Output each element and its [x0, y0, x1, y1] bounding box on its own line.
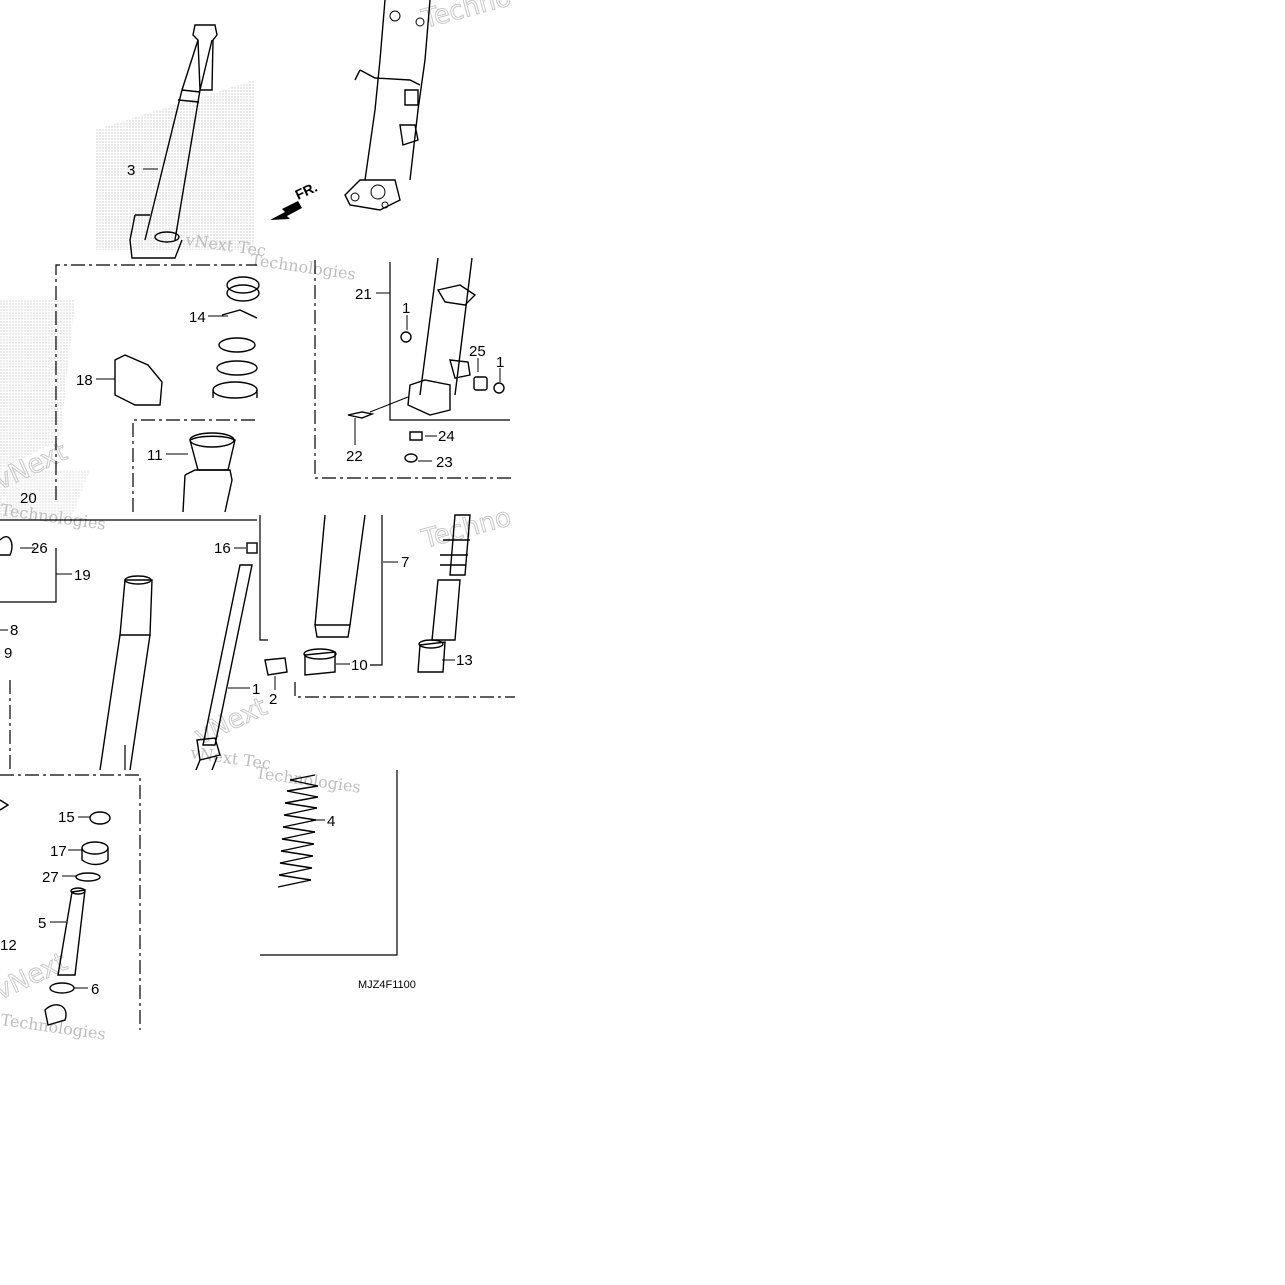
- front-marker-label: FR.: [293, 179, 320, 203]
- fork-outer-top: [344, 0, 431, 211]
- leader-lines: [0, 168, 501, 989]
- callout-25: 25: [469, 343, 486, 360]
- callout-2: 2: [269, 691, 277, 708]
- seal-group: [55, 264, 260, 513]
- watermark-text: Technologies: [254, 763, 362, 797]
- fork-spring: [260, 770, 398, 956]
- callout-4: 4: [327, 813, 335, 830]
- callout-8: 8: [10, 622, 18, 639]
- callout-1: 1: [402, 300, 410, 317]
- front-direction-arrow: FR.: [270, 179, 320, 220]
- callout-24: 24: [438, 428, 455, 445]
- callout-17: 17: [50, 843, 67, 860]
- callout-10: 10: [351, 657, 368, 674]
- watermark-text: Technologies: [249, 250, 357, 284]
- callout-27: 27: [42, 869, 59, 886]
- watermark: vNext Tec Technologies vNext Tec Technol…: [0, 0, 515, 1044]
- callout-14: 14: [189, 309, 206, 326]
- callout-6: 6: [91, 981, 99, 998]
- callout-11: 11: [147, 447, 163, 464]
- callout-20: 20: [20, 490, 37, 507]
- watermark-text: vNext: [190, 692, 272, 751]
- watermark-text: Techno: [418, 502, 514, 555]
- callout-7: 7: [401, 554, 409, 571]
- callout-1: 1: [252, 681, 260, 698]
- inner-tube-top: [129, 24, 218, 259]
- callout-21: 21: [355, 286, 372, 303]
- callout-16: 16: [214, 540, 231, 557]
- fork-outer-lower: [314, 257, 515, 479]
- callout-13: 13: [456, 652, 473, 669]
- callout-22: 22: [346, 448, 363, 465]
- callout-1: 1: [496, 354, 504, 371]
- fork-tube-middle: [0, 519, 258, 771]
- callout-19: 19: [74, 567, 91, 584]
- callout-5: 5: [38, 915, 46, 932]
- callout-12: 12: [0, 937, 17, 954]
- callout-18: 18: [76, 372, 93, 389]
- fork-cap-parts: [0, 774, 141, 1030]
- watermark-text: Technologies: [0, 1010, 107, 1044]
- slider-bushings: [259, 514, 515, 698]
- callout-3: 3: [127, 162, 135, 179]
- callout-26: 26: [31, 540, 48, 557]
- callout-labels: 3 14 18 11 20 21 1 25 1 24 22 23 26 19 8…: [0, 162, 504, 998]
- callout-23: 23: [436, 454, 453, 471]
- watermark-text: Techno: [418, 0, 514, 35]
- callout-15: 15: [58, 809, 75, 826]
- callout-9: 9: [4, 645, 12, 662]
- diagram-code: MJZ4F1100: [358, 979, 416, 991]
